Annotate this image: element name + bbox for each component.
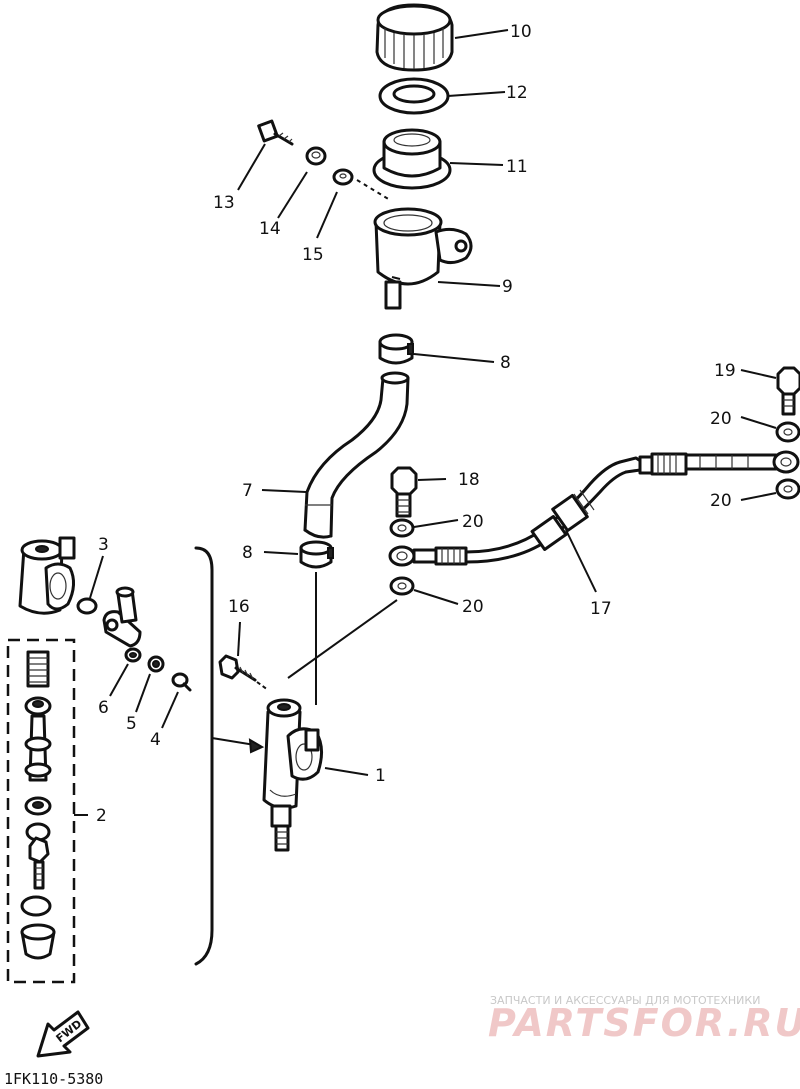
reservoir-cap: [375, 3, 454, 72]
watermark-logo: PARTSFOR.RU: [488, 1001, 800, 1045]
hose-clamp-bottom: [299, 540, 334, 569]
callout-1: 1: [375, 766, 386, 786]
callout-15: 15: [302, 245, 324, 265]
callout-20-d: 20: [710, 491, 732, 511]
callout-7: 7: [242, 481, 253, 501]
callout-11: 11: [506, 157, 528, 177]
hose-clamp-top: [378, 333, 414, 365]
callout-5: 5: [126, 714, 137, 734]
screw-4: [171, 672, 192, 692]
cylinder-body-detail: [18, 536, 76, 615]
figure-code: 1FK110-5380: [4, 1070, 103, 1088]
hose-joint: [102, 586, 142, 648]
callout-14: 14: [259, 219, 281, 239]
callout-12: 12: [506, 83, 528, 103]
callout-20-c: 20: [710, 409, 732, 429]
callout-20-b: 20: [462, 597, 484, 617]
washer-6: [124, 647, 142, 663]
diaphragm: [372, 128, 452, 190]
piston-kit: [6, 638, 76, 984]
callout-8-bottom: 8: [242, 543, 253, 563]
callout-8-top: 8: [500, 353, 511, 373]
callout-2: 2: [96, 806, 107, 826]
forward-direction-arrow: FWD: [36, 1010, 90, 1058]
bolt-16: [218, 654, 257, 682]
union-bolt-18: [390, 466, 418, 518]
diaphragm-plate: [378, 77, 450, 115]
watermark-tagline: ЗАПЧАСТИ И АКСЕССУАРЫ ДЛЯ МОТОТЕХНИКИ: [490, 994, 760, 1007]
reservoir-tank: [373, 207, 473, 310]
callout-9: 9: [502, 277, 513, 297]
callout-16: 16: [228, 597, 250, 617]
copper-washer-b: [389, 576, 415, 596]
reservoir-hose: [303, 371, 410, 539]
copper-washer-d: [775, 478, 800, 500]
washer-15: [332, 168, 354, 186]
callout-13: 13: [213, 193, 235, 213]
callout-20-a: 20: [462, 512, 484, 532]
nut-5: [147, 655, 165, 673]
bolt-13: [257, 119, 294, 146]
subassembly-bracket: [194, 546, 214, 966]
master-cylinder: [262, 698, 323, 852]
collar-14: [305, 146, 327, 166]
brake-hose: [388, 450, 800, 567]
copper-washer-a: [389, 518, 415, 538]
o-ring-3: [76, 597, 98, 615]
callout-3: 3: [98, 535, 109, 555]
callout-10: 10: [510, 22, 532, 42]
callout-4: 4: [150, 730, 161, 750]
callout-19: 19: [714, 361, 736, 381]
callout-6: 6: [98, 698, 109, 718]
union-bolt-19: [776, 366, 800, 416]
callout-17: 17: [590, 599, 612, 619]
copper-washer-c: [775, 421, 800, 443]
callout-18: 18: [458, 470, 480, 490]
